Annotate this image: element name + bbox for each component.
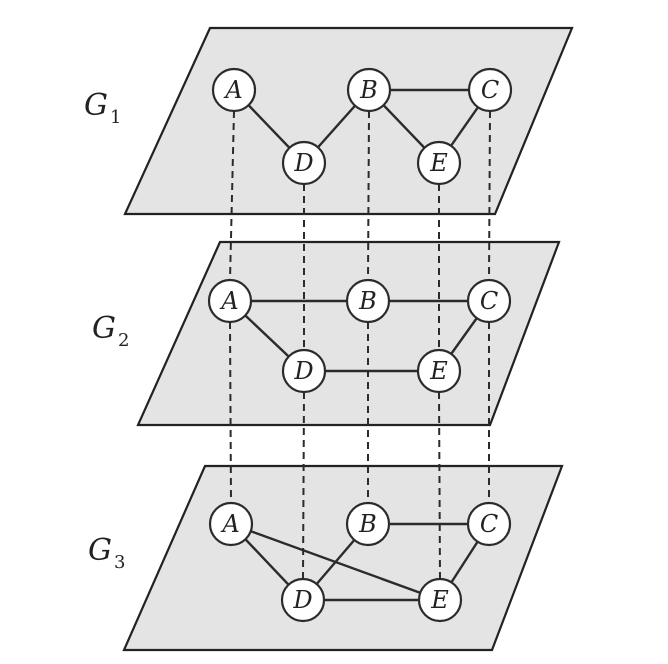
node-g3-c: C xyxy=(466,501,512,547)
node-g2-c: C xyxy=(466,278,512,324)
layer-plane-g2 xyxy=(136,240,561,427)
node-label: A xyxy=(220,510,239,538)
node-label: B xyxy=(358,510,377,538)
node-circle xyxy=(211,67,257,113)
node-circle xyxy=(280,577,326,623)
node-circle xyxy=(466,278,512,324)
layer-label-subscript: 1 xyxy=(110,107,121,128)
interlayer-links-group xyxy=(229,110,491,580)
node-g3-b: B xyxy=(345,501,391,547)
node-g2-b: B xyxy=(345,278,391,324)
node-label: E xyxy=(429,149,448,177)
interlayer-link-c-1-2 xyxy=(488,110,491,281)
node-label: C xyxy=(481,76,499,104)
node-label: D xyxy=(292,586,312,614)
node-circle xyxy=(346,67,392,113)
node-g1-a: A xyxy=(211,67,257,113)
node-g1-b: B xyxy=(346,67,392,113)
node-g3-d: D xyxy=(280,577,326,623)
node-g1-d: D xyxy=(281,140,327,186)
node-label: C xyxy=(480,510,498,538)
node-circle xyxy=(466,501,512,547)
node-g3-a: A xyxy=(208,501,254,547)
node-label: E xyxy=(430,586,449,614)
node-label: B xyxy=(358,287,377,315)
layer-plane-g3 xyxy=(122,464,564,652)
nodes-group: A B C D E A B C D E A B C D E xyxy=(207,67,513,623)
node-label: A xyxy=(219,287,238,315)
interlayer-link-a-2-3 xyxy=(229,321,232,504)
node-circle xyxy=(417,577,463,623)
node-circle xyxy=(416,348,462,394)
node-g2-e: E xyxy=(416,348,462,394)
node-label: D xyxy=(293,149,313,177)
node-circle xyxy=(281,348,327,394)
node-label: D xyxy=(293,357,313,385)
node-circle xyxy=(281,140,327,186)
node-g1-e: E xyxy=(416,140,462,186)
layer-label-subscript: 3 xyxy=(114,552,125,573)
node-g2-d: D xyxy=(281,348,327,394)
node-circle xyxy=(207,278,253,324)
node-circle xyxy=(208,501,254,547)
layer-label-subscript: 2 xyxy=(118,330,129,351)
node-circle xyxy=(345,501,391,547)
node-label: C xyxy=(480,287,498,315)
node-label: B xyxy=(359,76,378,104)
interlayer-link-a-1-2 xyxy=(229,110,235,281)
layer-plane-g1 xyxy=(123,26,574,216)
interlayer-link-b-1-2 xyxy=(367,110,370,281)
node-g2-a: A xyxy=(207,278,253,324)
node-label: E xyxy=(429,357,448,385)
node-circle xyxy=(345,278,391,324)
node-circle xyxy=(467,67,513,113)
node-label: A xyxy=(223,76,242,104)
node-circle xyxy=(416,140,462,186)
planes-group xyxy=(122,26,574,652)
node-g3-e: E xyxy=(417,577,463,623)
node-g1-c: C xyxy=(467,67,513,113)
